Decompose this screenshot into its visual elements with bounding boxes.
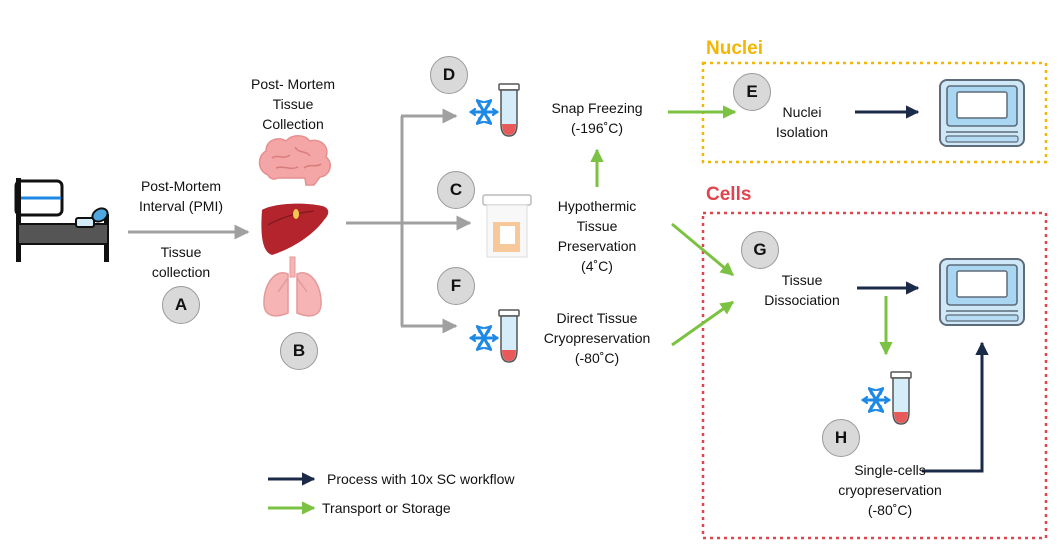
step-badge-d: D	[430, 56, 468, 94]
bed-patient-icon	[14, 178, 109, 262]
step-badge-f: F	[437, 267, 475, 305]
legend-transport-label: Transport or Storage	[322, 500, 451, 516]
sequencer-device-icon-cells	[939, 258, 1025, 326]
liver-icon	[261, 203, 329, 255]
step-badge-c: C	[437, 171, 475, 209]
cryo-to-device-arrow	[922, 341, 989, 473]
step-badge-b: B	[280, 332, 318, 370]
sequencer-device-icon-nuclei	[939, 79, 1025, 147]
step-badge-h: H	[822, 419, 860, 457]
cells-group-title: Cells	[706, 184, 752, 205]
nuclei-group-title: Nuclei	[706, 38, 764, 59]
brain-icon	[258, 135, 331, 186]
step-badge-e: E	[733, 73, 771, 111]
snowflake-tube-icon-D	[469, 82, 521, 138]
snowflake-tube-icon-H	[861, 370, 913, 426]
cryo-to-dissociation-arrow	[671, 300, 735, 347]
hypothermic-to-dissociation-arrow	[671, 222, 735, 277]
step-badge-a: A	[162, 286, 200, 324]
lungs-icon	[263, 256, 322, 317]
legend-process-label: Process with 10x SC workflow	[327, 471, 515, 487]
cells-group-box	[701, 211, 1048, 540]
snap-freezing-label: Snap Freezing(-196˚C)	[551, 100, 643, 136]
snowflake-tube-icon-F	[469, 308, 521, 364]
specimen-container-icon	[482, 194, 532, 258]
step-badge-g: G	[741, 231, 779, 269]
